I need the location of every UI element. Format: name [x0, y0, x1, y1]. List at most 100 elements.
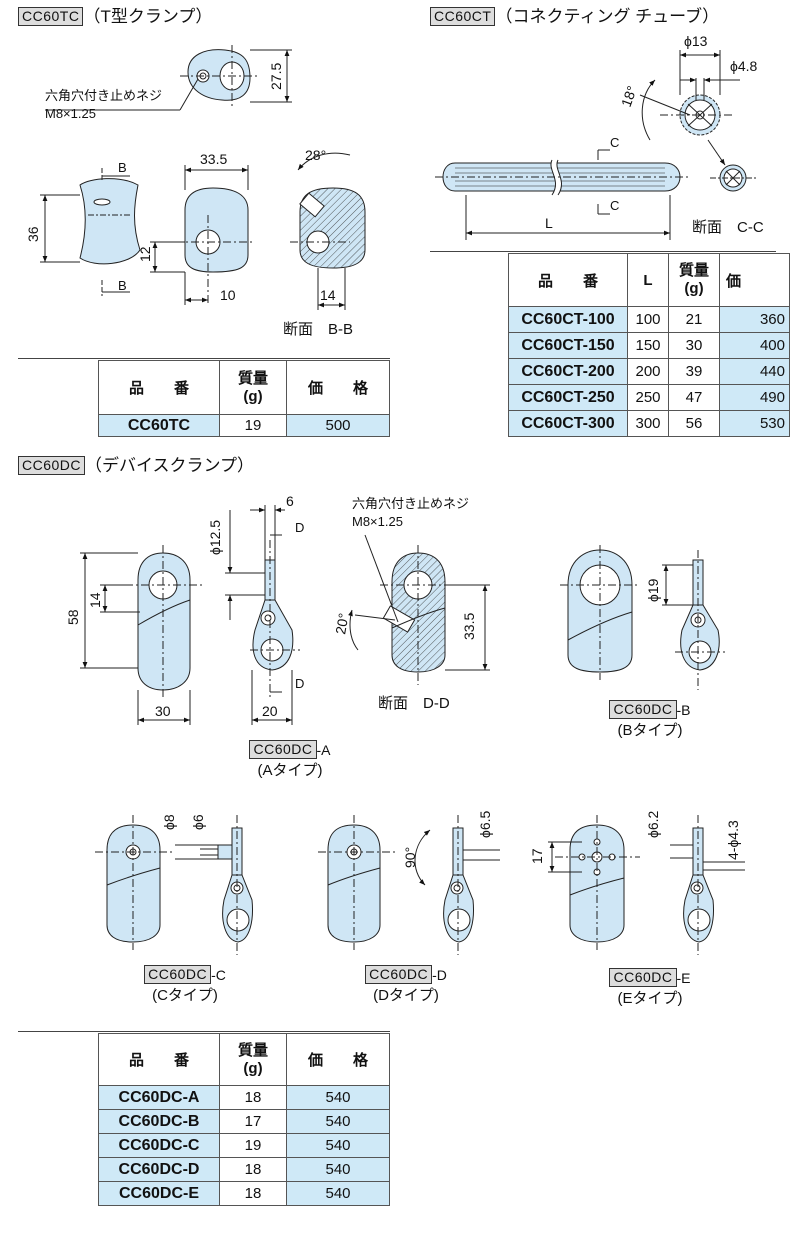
- dc-section-mark-top: D: [295, 520, 304, 535]
- dc-a-type-label: (Aタイプ): [257, 762, 323, 779]
- ct-end-view: [639, 50, 740, 166]
- dc-e-drawing: [548, 815, 745, 955]
- tc-screw-label-1: 六角穴付き止めネジ: [45, 88, 162, 103]
- tc-section-caption: 断面 B-B: [283, 321, 354, 338]
- dc-dim-19: ϕ19: [645, 578, 661, 602]
- tc-photo-cell: [18, 360, 99, 437]
- table-row: CC60CT-150 150 30 400: [430, 332, 790, 359]
- dc-dim-58: 58: [65, 609, 81, 625]
- tc-side-view: [40, 168, 141, 296]
- ct-code: CC60CT: [430, 7, 496, 26]
- dc-code: CC60DC: [18, 456, 86, 475]
- dc-dim-30: 30: [155, 703, 171, 719]
- ct-tube-view: [435, 149, 690, 240]
- ct-dim-l: L: [545, 215, 553, 231]
- dc-section-dd: [348, 534, 490, 685]
- ct-dim-4-8: ϕ4.8: [730, 58, 758, 74]
- ct-header-pr: 価: [719, 253, 790, 307]
- tc-title: （T型クランプ）: [83, 7, 213, 26]
- dc-dim-4-4-3: 4-ϕ4.3: [725, 820, 741, 860]
- ct-title: （コネクティング チューブ）: [495, 7, 720, 26]
- dc-b-caption: CC60DC-B (Bタイプ): [602, 700, 698, 741]
- table-row: CC60CT-250 250 47 490: [430, 384, 790, 411]
- dc-photo-cell: [18, 1033, 99, 1206]
- table-row: CC60TC 19 500: [18, 414, 390, 437]
- dc-c-code: CC60DC: [144, 965, 212, 984]
- table-row: CC60CT-300 300 56 530: [430, 410, 790, 437]
- tc-dim-14: 14: [320, 287, 336, 303]
- dc-section-caption: 断面 D-D: [378, 695, 450, 712]
- tc-section-mark-bottom: B: [118, 278, 127, 293]
- dc-header-pn: 品 番: [98, 1033, 220, 1086]
- ct-table-top-rule: [430, 251, 776, 252]
- dc-b-drawing: [560, 545, 725, 690]
- dc-c-caption: CC60DC-C (Cタイプ): [137, 965, 233, 1006]
- ct-header-wt: 質量(g): [668, 253, 720, 307]
- dc-a-code: CC60DC: [249, 740, 317, 759]
- table-row: CC60CT-100 100 21 360: [430, 306, 790, 333]
- dc-b-code: CC60DC: [609, 700, 677, 719]
- dc-section-title: CC60DC（デバイスクランプ）: [18, 455, 254, 477]
- dc-dim-8: ϕ8: [161, 814, 177, 830]
- table-row: CC60DC-D 18 540: [18, 1157, 390, 1182]
- table-row: CC60DC-C 19 540: [18, 1133, 390, 1158]
- table-row: CC60DC-B 17 540: [18, 1109, 390, 1134]
- dc-e-type-label: (Eタイプ): [617, 990, 683, 1007]
- dc-c-drawing: [95, 815, 253, 955]
- dc-d-caption: CC60DC-D (Dタイプ): [358, 965, 454, 1006]
- dc-c-type-label: (Cタイプ): [152, 987, 218, 1004]
- ct-section-cc: [710, 164, 756, 192]
- dc-dim-6-5: ϕ6.5: [477, 810, 493, 838]
- tc-section-title: CC60TC（T型クランプ）: [18, 6, 212, 28]
- dc-d-type-label: (Dタイプ): [373, 987, 439, 1004]
- ct-section-mark-bottom: C: [610, 198, 619, 213]
- dc-title: （デバイスクランプ）: [85, 456, 254, 475]
- ct-header-pn: 品 番: [508, 253, 628, 307]
- table-row: CC60DC-A 18 540: [18, 1085, 390, 1110]
- dc-dim-6: 6: [286, 493, 294, 509]
- dc-dim-20: 20: [262, 703, 278, 719]
- tc-header-pn: 品 番: [98, 360, 220, 415]
- dc-b-type-label: (Bタイプ): [617, 722, 683, 739]
- tc-section-bb: [290, 152, 366, 310]
- ct-section-title: CC60CT（コネクティング チューブ）: [430, 6, 719, 28]
- ct-spec-table: 品 番 L 質量(g) 価 CC60CT-100 100 21 360 CC60…: [430, 253, 790, 437]
- tc-dim-12: 12: [137, 246, 153, 262]
- tc-code: CC60TC: [18, 7, 84, 26]
- dc-a-caption: CC60DC-A (Aタイプ): [242, 740, 338, 781]
- ct-section-caption: 断面 C-C: [692, 219, 764, 236]
- dc-dim-33-5: 33.5: [461, 613, 477, 640]
- dc-dim-14: 14: [87, 592, 103, 608]
- tc-screw-label-2: M8×1.25: [45, 106, 96, 121]
- tc-top-view: [45, 45, 292, 111]
- tc-dim-28: 28°: [305, 147, 326, 163]
- dc-dim-6b: ϕ6: [190, 814, 206, 830]
- tc-table-top-rule: [18, 358, 390, 359]
- dc-a-front-view: [80, 545, 205, 725]
- dc-header-wt: 質量(g): [219, 1033, 287, 1086]
- ct-dim-13: ϕ13: [684, 33, 708, 49]
- tc-dim-10: 10: [220, 287, 236, 303]
- dc-e-caption: CC60DC-E (Eタイプ): [602, 968, 698, 1009]
- tc-header-pr: 価 格: [286, 360, 390, 415]
- dc-a-side-view: [225, 505, 300, 725]
- dc-dim-90: 90°: [402, 847, 418, 868]
- dc-screw-label-2: M8×1.25: [352, 514, 403, 529]
- tc-section-mark-top: B: [118, 160, 127, 175]
- ct-section-mark-top: C: [610, 135, 619, 150]
- tc-header-wt: 質量(g): [219, 360, 287, 415]
- tc-front-view: [150, 165, 255, 305]
- dc-table-top-rule: [18, 1031, 390, 1032]
- dc-dim-12-5: ϕ12.5: [207, 520, 223, 555]
- tc-dim-36: 36: [25, 226, 41, 242]
- dc-e-code: CC60DC: [609, 968, 677, 987]
- dc-dim-6-2: ϕ6.2: [645, 810, 661, 838]
- ct-dim-18: 18°: [618, 84, 640, 109]
- table-row: CC60DC-E 18 540: [18, 1181, 390, 1206]
- tc-spec-table: 品 番 質量(g) 価 格 CC60TC 19 500: [18, 360, 390, 437]
- dc-dim-17: 17: [529, 848, 545, 864]
- dc-spec-table: 品 番 質量(g) 価 格 CC60DC-A 18 540 CC60DC-B 1…: [18, 1033, 390, 1206]
- ct-photo-cell: [430, 253, 509, 437]
- dc-dim-20-deg: 20°: [332, 612, 351, 636]
